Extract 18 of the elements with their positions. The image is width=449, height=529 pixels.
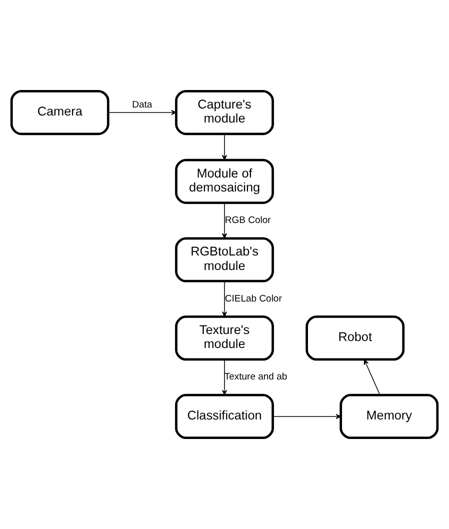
- node-box: Classification: [175, 394, 274, 440]
- arrow: [222, 134, 228, 160]
- arrow: [108, 110, 177, 116]
- arrow: [222, 202, 228, 239]
- node-box: Texture's module: [175, 316, 274, 361]
- edge-label: RGB Color: [224, 215, 271, 226]
- node-box: Memory: [340, 394, 439, 440]
- arrow: [222, 280, 228, 317]
- node-box: Robot: [306, 316, 405, 361]
- arrow: [272, 414, 342, 419]
- edge-label: CIELab Color: [224, 293, 282, 304]
- arrow: [364, 359, 380, 396]
- node-box: RGBtoLab's module: [175, 237, 274, 282]
- arrow: [222, 359, 228, 396]
- node-box: Camera: [10, 90, 110, 136]
- node-box: Module of demosaicing: [175, 158, 274, 204]
- edge-label: Data: [132, 99, 152, 110]
- node-box: Capture's module: [175, 90, 274, 136]
